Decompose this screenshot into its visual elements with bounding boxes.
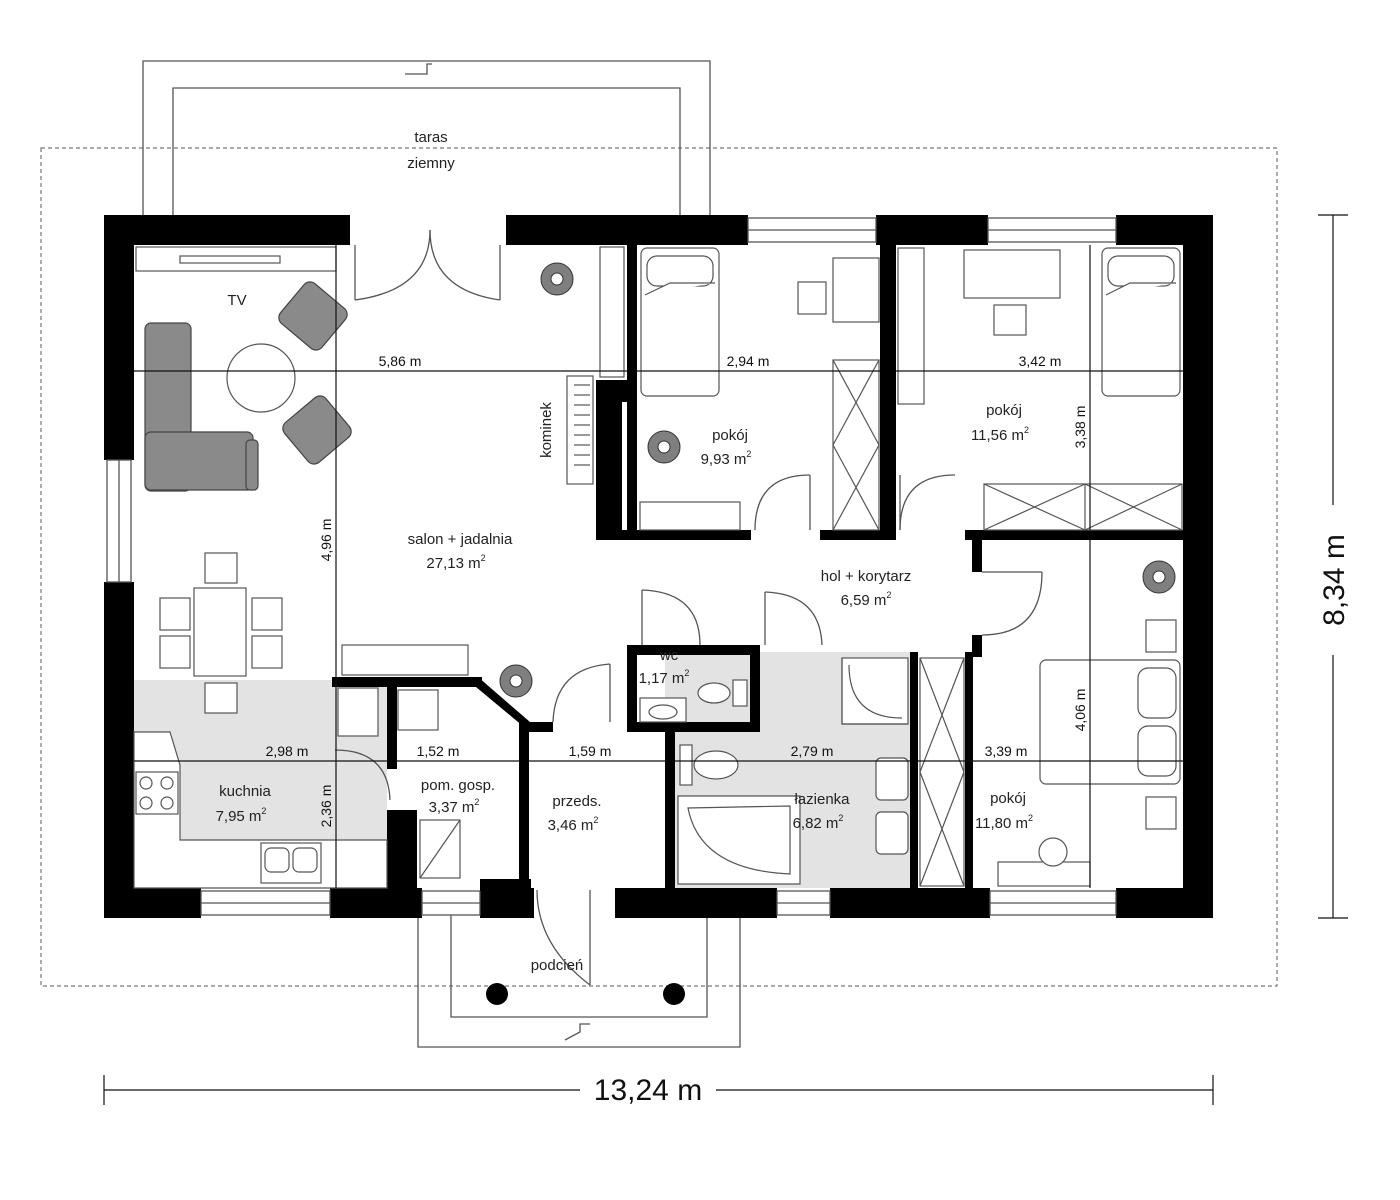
terrace-outline: [142, 60, 711, 215]
toilet: [679, 744, 739, 786]
room-name: pokój: [986, 402, 1022, 419]
coffee-table: [226, 343, 296, 413]
shelf: [897, 247, 925, 405]
room-area: 3,46 m2: [548, 815, 599, 834]
overall-dimension-lines: [103, 214, 1348, 1105]
bathtub: [677, 795, 801, 885]
dimension-lines: [134, 245, 1183, 888]
dimension-label: 1,52 m: [417, 743, 460, 759]
room-area: 9,93 m2: [701, 449, 752, 468]
interior-walls: [332, 240, 1185, 892]
dimension-label: 4,06 m: [1072, 689, 1088, 732]
room-name: przeds.: [552, 793, 601, 810]
room-area: 6,82 m2: [793, 813, 844, 832]
fireplace-unit: [566, 375, 594, 485]
wardrobe: [983, 483, 1183, 531]
dimension-label: 3,42 m: [1019, 353, 1062, 369]
desk: [797, 257, 880, 323]
tv-stand: [135, 246, 337, 272]
porch-label: podcień: [531, 957, 584, 974]
armchair: [278, 281, 352, 465]
double-bed: [1039, 659, 1181, 785]
dimension-label: 5,86 m: [379, 353, 422, 369]
doors: [334, 229, 1043, 986]
dimension-label: 2,94 m: [727, 353, 770, 369]
room-name: kuchnia: [219, 783, 271, 800]
room-area: 1,17 m2: [639, 668, 690, 687]
room-area: 11,80 m2: [975, 813, 1033, 832]
wc-fixtures: [639, 679, 748, 723]
exterior-walls: [104, 215, 1213, 918]
total-height-label: 8,34 m: [1318, 534, 1351, 626]
room-name: pokój: [712, 427, 748, 444]
total-width-label: 13,24 m: [594, 1074, 702, 1107]
porch-column: [663, 983, 685, 1005]
room-area: 3,37 m2: [429, 797, 480, 816]
porch-outline: [417, 915, 741, 1048]
roof-outline: [40, 147, 1278, 987]
shower: [841, 657, 909, 725]
plant-icon: [1142, 560, 1176, 594]
dimension-label: 3,39 m: [985, 743, 1028, 759]
terrace-label: taras: [414, 129, 447, 146]
room-area: 11,56 m2: [971, 425, 1029, 444]
sinks: [875, 757, 909, 855]
room-name: wc: [659, 647, 679, 664]
room-name: pokój: [990, 790, 1026, 807]
bed: [640, 247, 720, 397]
room-name: łazienka: [794, 791, 850, 808]
windows: [106, 217, 1117, 916]
porch-column: [486, 983, 508, 1005]
wardrobe: [919, 657, 965, 887]
dimension-label: 4,96 m: [318, 519, 334, 562]
fireplace-label: kominek: [538, 402, 555, 458]
dimension-label: 1,59 m: [569, 743, 612, 759]
plant-icon: [647, 430, 681, 464]
bed: [1101, 247, 1181, 397]
room-name: salon + jadalnia: [408, 531, 513, 548]
dimension-label: 2,36 m: [318, 785, 334, 828]
room-area: 7,95 m2: [216, 806, 267, 825]
room-area: 6,59 m2: [841, 590, 892, 609]
vanity: [997, 837, 1091, 887]
kitchen-counter: [133, 644, 469, 889]
tv-label: TV: [227, 292, 246, 309]
shelf: [599, 246, 625, 378]
dimension-label: 2,79 m: [791, 743, 834, 759]
room-area: 27,13 m2: [426, 553, 485, 572]
room-name: hol + korytarz: [821, 568, 911, 585]
room-name: pom. gosp.: [421, 777, 495, 794]
sofa: [144, 322, 259, 492]
nightstands: [1145, 619, 1177, 830]
dimension-label: 2,98 m: [266, 743, 309, 759]
plant-icon: [540, 262, 574, 296]
plant-icon: [499, 664, 533, 698]
desk: [963, 249, 1061, 336]
dimension-label: 3,38 m: [1072, 406, 1088, 449]
wardrobe: [832, 359, 880, 531]
terrace-label: ziemny: [407, 155, 455, 172]
bench: [639, 501, 741, 531]
utility-fixtures: [397, 689, 461, 879]
dining-set: [159, 552, 283, 714]
